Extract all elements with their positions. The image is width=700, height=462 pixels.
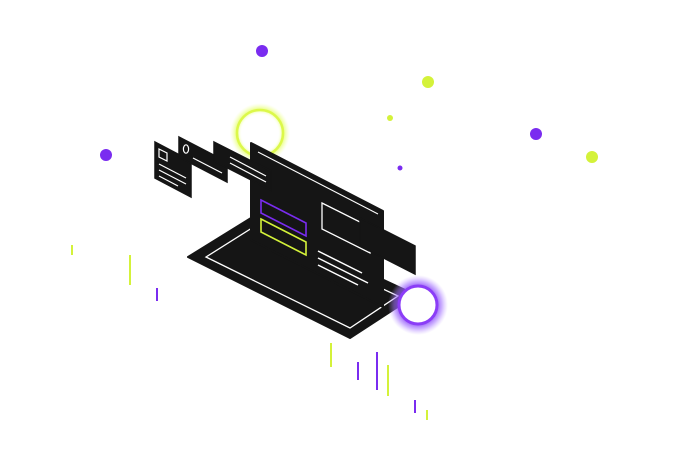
laptop-screen-edge (257, 151, 379, 215)
dot-lime (422, 76, 434, 88)
screen-input-purple (260, 198, 307, 238)
panel-profile-line (192, 157, 223, 174)
image-placeholder-icon (158, 148, 168, 162)
dot-lime-small (387, 115, 393, 121)
panel-image-card-lines (158, 163, 187, 187)
screen-card (321, 201, 371, 255)
side-panel (359, 216, 416, 276)
dot-lime (586, 151, 598, 163)
floating-panels (154, 135, 272, 199)
motion-streaks (71, 245, 428, 420)
particle-dots (100, 45, 598, 171)
laptop-screen (250, 142, 384, 308)
user-avatar-icon (182, 144, 190, 154)
dot-purple (256, 45, 268, 57)
dot-purple (530, 128, 542, 140)
panel-text-card (213, 140, 272, 192)
panel-profile-card (178, 135, 228, 184)
purple-orb (388, 275, 448, 335)
screen-input-lime (260, 217, 307, 257)
panel-text-card-lines (229, 156, 267, 183)
text-lines-icon (317, 250, 369, 286)
dot-purple (100, 149, 112, 161)
dot-purple-small (397, 165, 403, 171)
